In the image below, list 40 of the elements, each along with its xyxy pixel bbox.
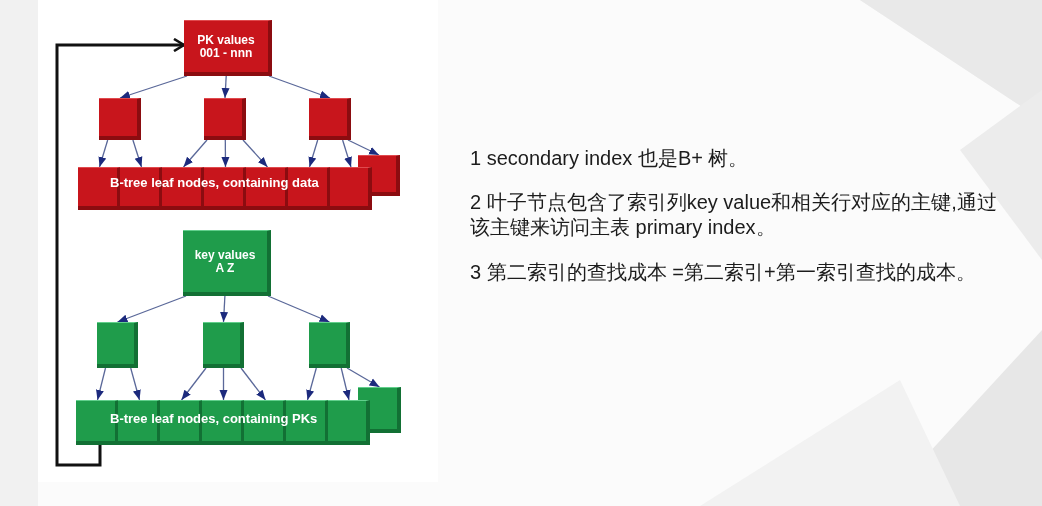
arrow	[242, 139, 269, 168]
arrow	[220, 295, 229, 323]
arrow	[96, 367, 107, 401]
note-text: 2 叶子节点包含了索引列key value和相关行对应的主键,通过该主键来访问主表 primary index。	[470, 190, 998, 240]
inner-node-box	[97, 322, 138, 368]
arrow	[98, 139, 109, 168]
leaf-node-box	[330, 167, 372, 210]
arrow	[308, 139, 319, 168]
leaf-node-box	[286, 400, 329, 445]
arrow	[347, 139, 380, 156]
inner-node-box	[309, 322, 350, 368]
arrow	[240, 367, 267, 401]
note-text: 3 第二索引的查找成本 =第二索引+第一索引查找的成本。	[470, 260, 977, 285]
arrow	[219, 367, 228, 401]
arrow	[182, 139, 208, 168]
inner-node-box	[99, 98, 141, 140]
arrow	[340, 367, 351, 401]
arrow	[267, 295, 331, 323]
inner-node-box	[309, 98, 351, 140]
root-node-box: PK values 001 - nnn	[184, 20, 272, 76]
arrow	[268, 75, 331, 99]
arrow	[221, 75, 230, 99]
arrow	[119, 75, 188, 99]
arrow	[306, 367, 317, 401]
leaf-row-label: B-tree leaf nodes, containing PKs	[110, 410, 318, 428]
arrow	[132, 139, 143, 168]
arrow	[116, 295, 187, 323]
arrow	[130, 367, 141, 401]
arrow	[221, 139, 230, 168]
root-node-box: key values A Z	[183, 230, 271, 296]
arrow	[180, 367, 207, 401]
arrow	[346, 367, 381, 388]
leaf-row-label: B-tree leaf nodes, containing data	[110, 174, 319, 192]
leaf-node-box	[288, 167, 331, 210]
note-text: 1 secondary index 也是B+ 树。	[470, 146, 750, 171]
leaf-node-box	[328, 400, 370, 445]
inner-node-box	[203, 322, 244, 368]
inner-node-box	[204, 98, 246, 140]
loop-arrow	[55, 37, 186, 467]
arrow	[341, 139, 352, 168]
